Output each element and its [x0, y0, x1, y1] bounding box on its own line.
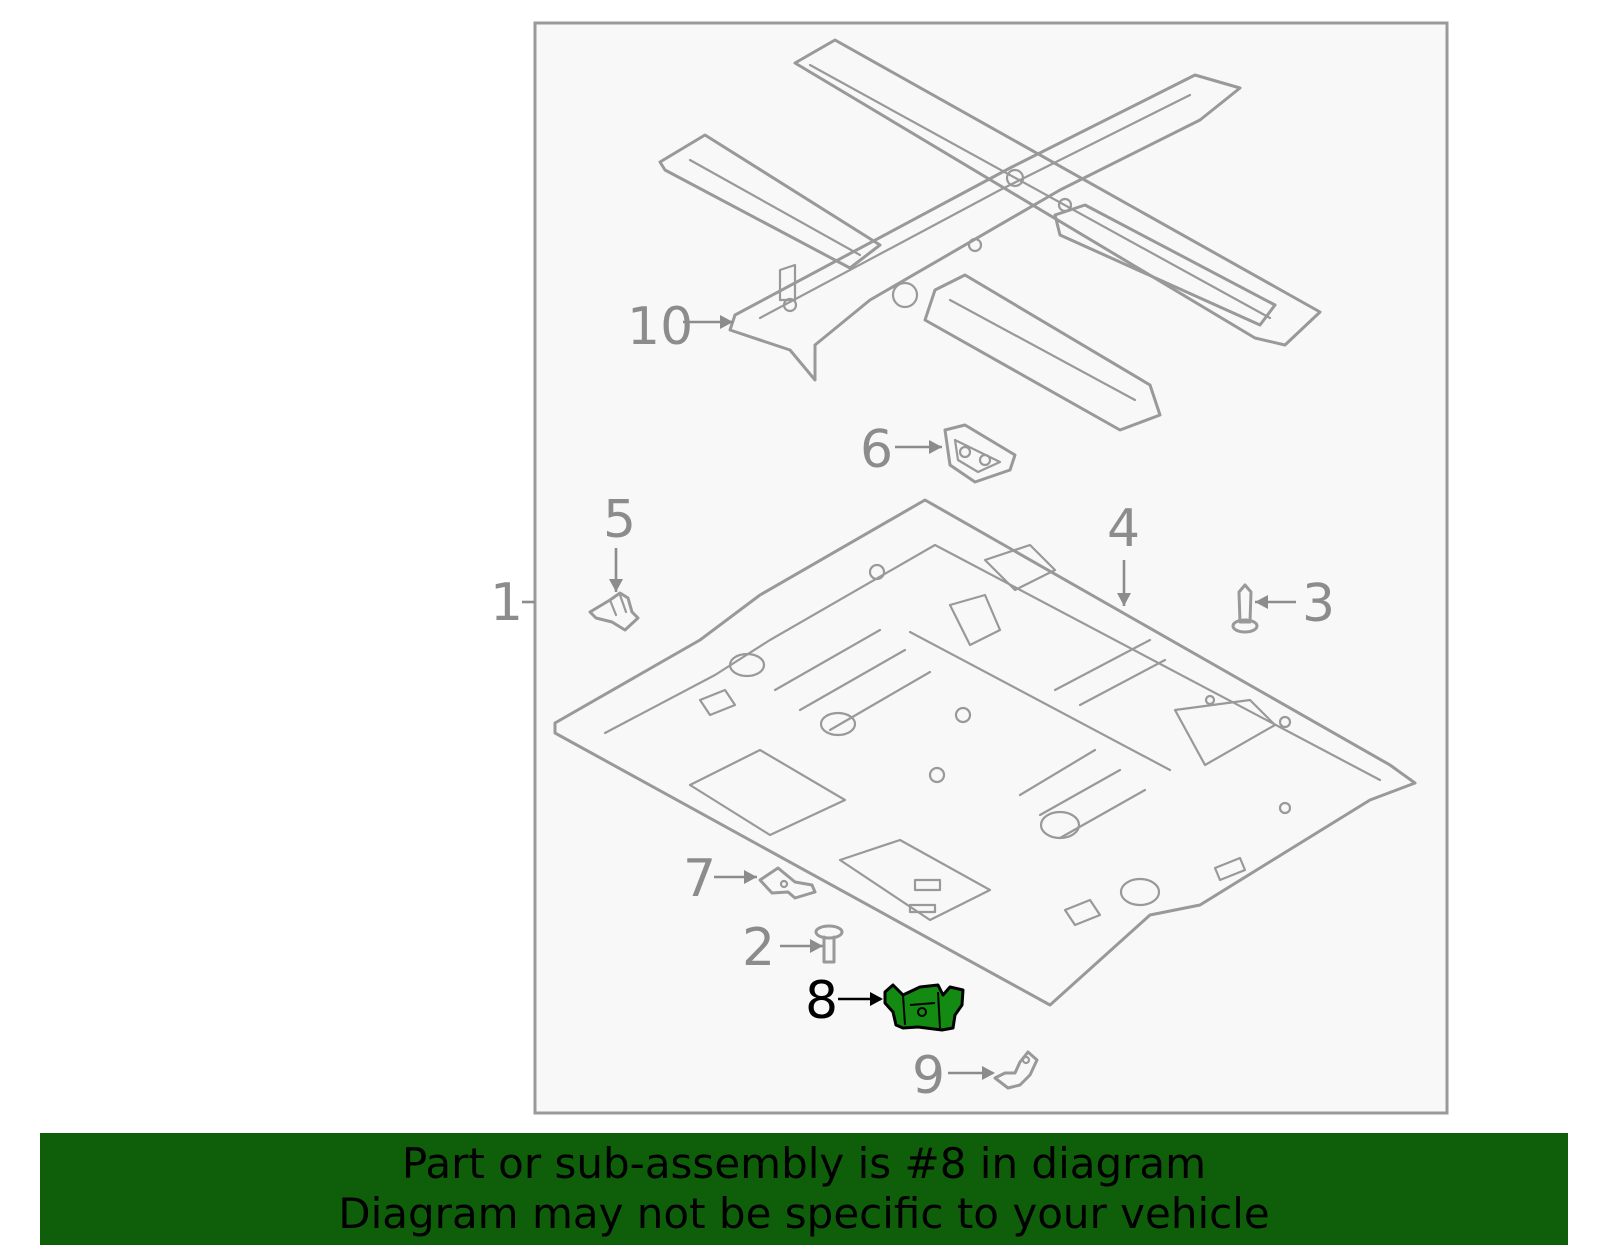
callout-10: 10	[627, 297, 693, 357]
part-3-clip[interactable]	[1231, 583, 1259, 634]
callout-1: 1	[490, 573, 523, 633]
part-6-bracket-plate[interactable]	[943, 423, 1017, 484]
part-10-crossmember-frame[interactable]	[658, 38, 1322, 432]
banner-line-disclaimer: Diagram may not be specific to your vehi…	[338, 1189, 1270, 1238]
diagram-frame	[533, 21, 1449, 1115]
callout-5: 5	[603, 490, 636, 550]
callout-8-highlighted: 8	[805, 971, 838, 1031]
part-4-floor-pan[interactable]	[553, 498, 1417, 1007]
part-5-bracket[interactable]	[588, 591, 640, 632]
part-8-highlighted-bracket[interactable]	[883, 983, 965, 1032]
part-7-bracket[interactable]	[758, 866, 817, 900]
info-banner: Part or sub-assembly is #8 in diagram Di…	[40, 1133, 1568, 1245]
part-2-pin[interactable]	[814, 924, 844, 964]
callout-6: 6	[860, 420, 893, 480]
callout-9: 9	[912, 1046, 945, 1106]
callout-7: 7	[683, 849, 716, 909]
part-9-bracket[interactable]	[993, 1050, 1039, 1090]
banner-line-part-number: Part or sub-assembly is #8 in diagram	[401, 1139, 1207, 1188]
callout-4: 4	[1107, 499, 1140, 559]
callout-2: 2	[742, 918, 775, 978]
callout-3: 3	[1302, 574, 1335, 634]
leader-lines	[522, 315, 1296, 1080]
